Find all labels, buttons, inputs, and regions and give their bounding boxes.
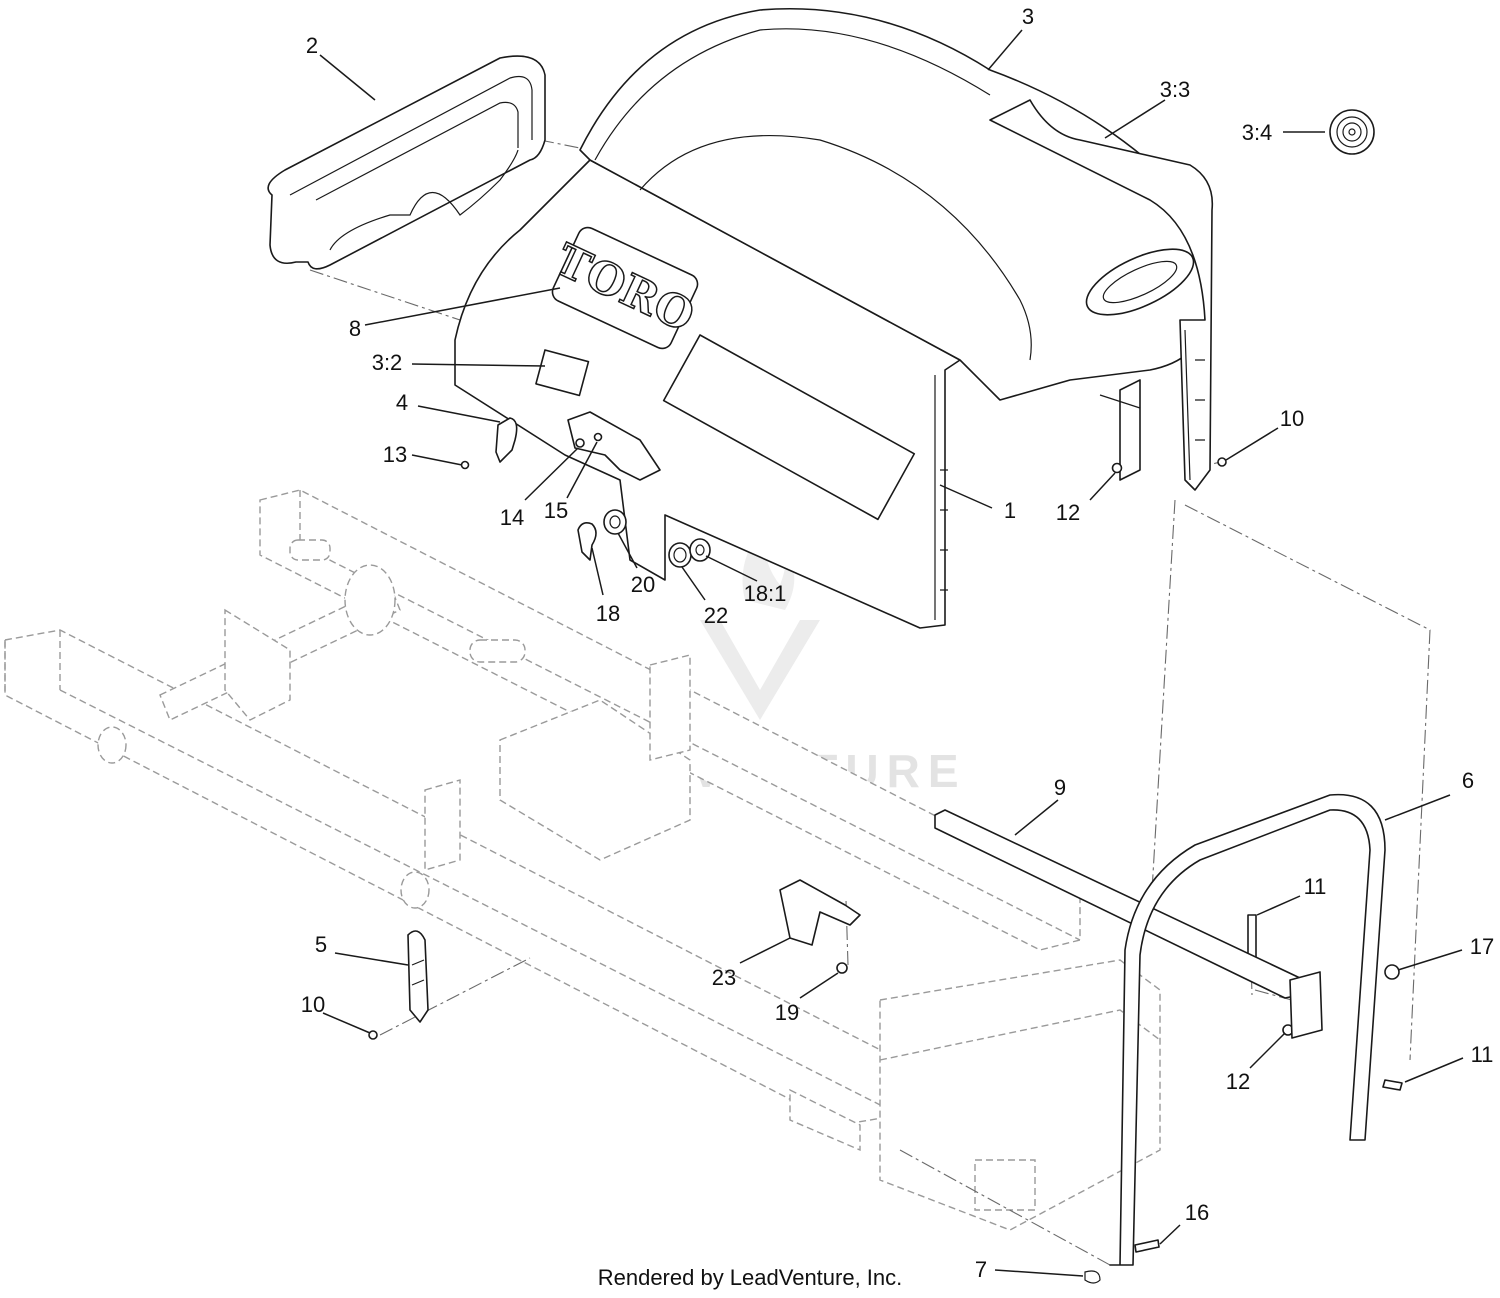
frame-upright xyxy=(649,654,691,761)
part-17-plug xyxy=(1384,964,1400,980)
part-2-cowl-trim xyxy=(267,55,546,270)
part-10-nut-right xyxy=(1217,457,1227,467)
callout-22: 22 xyxy=(704,603,728,628)
part-20-nut xyxy=(603,509,627,535)
footer-credit: Rendered by LeadVenture, Inc. xyxy=(598,1265,903,1290)
frame-gusset xyxy=(424,779,461,871)
callout-14: 14 xyxy=(500,505,524,530)
callout-3-4: 3:4 xyxy=(1242,120,1273,145)
frame-bracket-left xyxy=(224,608,291,721)
part-11-bolt-lower xyxy=(1382,1079,1403,1091)
latch-hardware xyxy=(460,411,711,568)
part-23-bracket xyxy=(779,879,861,946)
callout-19: 19 xyxy=(775,1000,799,1025)
hood-handle-recess xyxy=(1085,248,1195,316)
part-5-lower-latch xyxy=(407,930,429,1023)
decal-panel xyxy=(662,334,916,521)
callout-3-2: 3:2 xyxy=(372,350,403,375)
callout-13: 13 xyxy=(383,442,407,467)
part-18-knob xyxy=(577,522,597,561)
callout-labels: 2 3 3:3 3:4 8 3:2 4 13 14 15 1 10 12 18 … xyxy=(301,4,1494,1282)
part-3-3-hood-extension xyxy=(989,99,1214,491)
frame-slot-2 xyxy=(469,639,526,663)
callout-11-upper: 11 xyxy=(1304,874,1327,899)
watermark-v-logo-icon xyxy=(700,620,820,720)
part-7-hairpin xyxy=(1084,1270,1101,1284)
callout-16: 16 xyxy=(1185,1200,1209,1225)
logo-plate xyxy=(551,226,699,350)
callout-3: 3 xyxy=(1022,4,1034,29)
part-19-bolt xyxy=(836,962,848,974)
callout-18-1: 18:1 xyxy=(744,581,787,606)
callout-15: 15 xyxy=(544,498,568,523)
frame-hole-1 xyxy=(97,726,127,764)
crossbar-end-bracket xyxy=(1289,971,1323,1039)
hood-mount-bracket xyxy=(1119,379,1141,481)
callout-8: 8 xyxy=(349,316,361,341)
callout-2: 2 xyxy=(306,33,318,58)
callout-23: 23 xyxy=(712,965,736,990)
frame-step xyxy=(789,1088,861,1152)
leader-lines xyxy=(319,29,1464,1277)
part-12-nut-upper xyxy=(1111,462,1123,474)
callout-12-lower: 12 xyxy=(1226,1069,1250,1094)
callout-12-upper: 12 xyxy=(1056,500,1080,525)
part-14-washer xyxy=(575,438,585,448)
frame-center-mount xyxy=(499,699,691,861)
part-16-pin xyxy=(1134,1239,1160,1253)
part-4-latch xyxy=(495,417,518,463)
callout-18: 18 xyxy=(596,601,620,626)
callout-20: 20 xyxy=(631,572,655,597)
callout-6: 6 xyxy=(1462,768,1474,793)
latch-mount-plate xyxy=(567,411,661,481)
callout-9: 9 xyxy=(1054,775,1066,800)
callout-17: 17 xyxy=(1470,934,1494,959)
part-10-nut-left xyxy=(368,1030,378,1040)
callout-11-lower: 11 xyxy=(1471,1042,1494,1067)
part-3-4-spring xyxy=(1329,109,1375,155)
callout-4: 4 xyxy=(396,390,408,415)
frame-tube xyxy=(344,564,396,636)
callout-5: 5 xyxy=(315,932,327,957)
frame-slot-1 xyxy=(289,539,331,561)
part-3-2-decal xyxy=(535,349,590,397)
callout-10-lower: 10 xyxy=(301,992,325,1017)
part-15-bolt xyxy=(593,432,603,442)
chassis-frame xyxy=(4,489,1161,1231)
part-9-crossbar xyxy=(934,809,1323,1039)
part-6-roll-bar xyxy=(1109,793,1386,1266)
callout-1: 1 xyxy=(1004,498,1016,523)
callout-3-3: 3:3 xyxy=(1160,77,1191,102)
frame-hole-2 xyxy=(400,871,430,909)
frame-hitch-receiver xyxy=(974,1159,1036,1211)
callout-10-upper: 10 xyxy=(1280,406,1304,431)
frame-hitch-plate xyxy=(879,959,1161,1231)
part-22-washer xyxy=(668,542,692,568)
part-13-screw xyxy=(460,460,470,470)
callout-7: 7 xyxy=(975,1257,987,1282)
part-18-1-nut xyxy=(689,538,711,562)
